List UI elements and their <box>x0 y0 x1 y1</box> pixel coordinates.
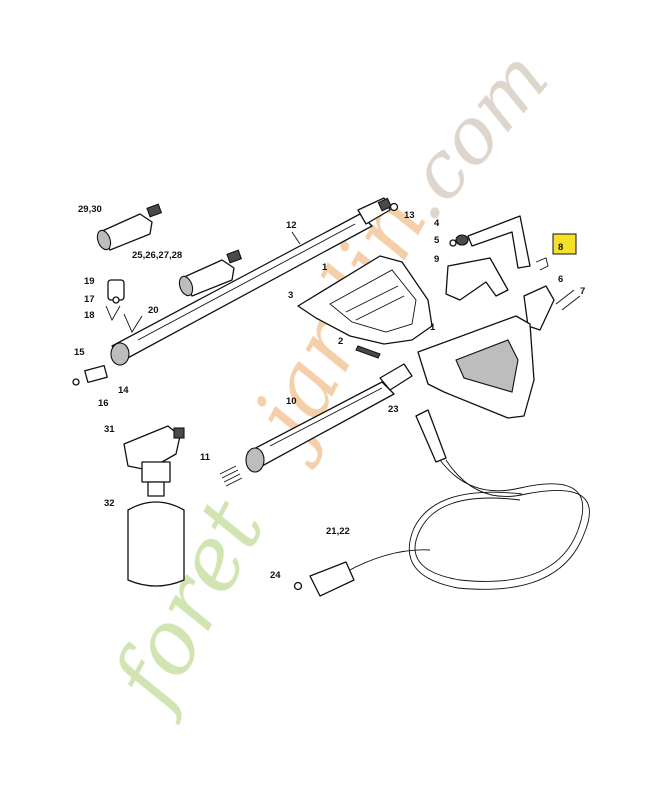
label-6: 6 <box>558 274 563 285</box>
label-17: 17 <box>84 294 95 305</box>
label-15: 15 <box>74 347 85 358</box>
label-9: 9 <box>434 254 439 265</box>
gun-handle-1 <box>417 315 535 419</box>
label-31: 31 <box>104 424 115 435</box>
label-24: 24 <box>270 570 281 581</box>
label-3: 3 <box>288 290 293 301</box>
nozzle-25-28 <box>178 249 243 297</box>
label-7: 7 <box>580 286 585 297</box>
watermark-foret: foret <box>90 483 285 727</box>
label-4: 4 <box>434 218 440 229</box>
label-14: 14 <box>118 385 129 396</box>
label-23: 23 <box>388 404 399 415</box>
spray-lance-12 <box>110 197 392 366</box>
foam-bottle-32 <box>127 461 185 587</box>
gun-housing-1 <box>297 255 433 345</box>
label-1b: 1 <box>430 322 436 333</box>
label-18: 18 <box>84 310 95 321</box>
label-8: 8 <box>558 242 563 253</box>
label-2: 2 <box>338 336 343 347</box>
hose-21-22 <box>309 459 590 597</box>
label-19: 19 <box>84 276 95 287</box>
lance-tube-10 <box>245 363 413 473</box>
label-32: 32 <box>104 498 115 509</box>
label-5: 5 <box>434 235 440 246</box>
label-20: 20 <box>148 305 159 316</box>
label-13: 13 <box>404 210 415 221</box>
label-10: 10 <box>286 396 297 407</box>
highlight-8-box <box>552 233 577 255</box>
label-29-30: 29,30 <box>78 204 102 215</box>
label-16: 16 <box>98 398 109 409</box>
label-1a: 1 <box>322 262 328 273</box>
label-25-28: 25,26,27,28 <box>132 250 182 261</box>
label-11: 11 <box>200 452 211 463</box>
nozzle-29-30 <box>96 203 163 251</box>
label-21-22: 21,22 <box>326 526 350 537</box>
label-12: 12 <box>286 220 297 231</box>
